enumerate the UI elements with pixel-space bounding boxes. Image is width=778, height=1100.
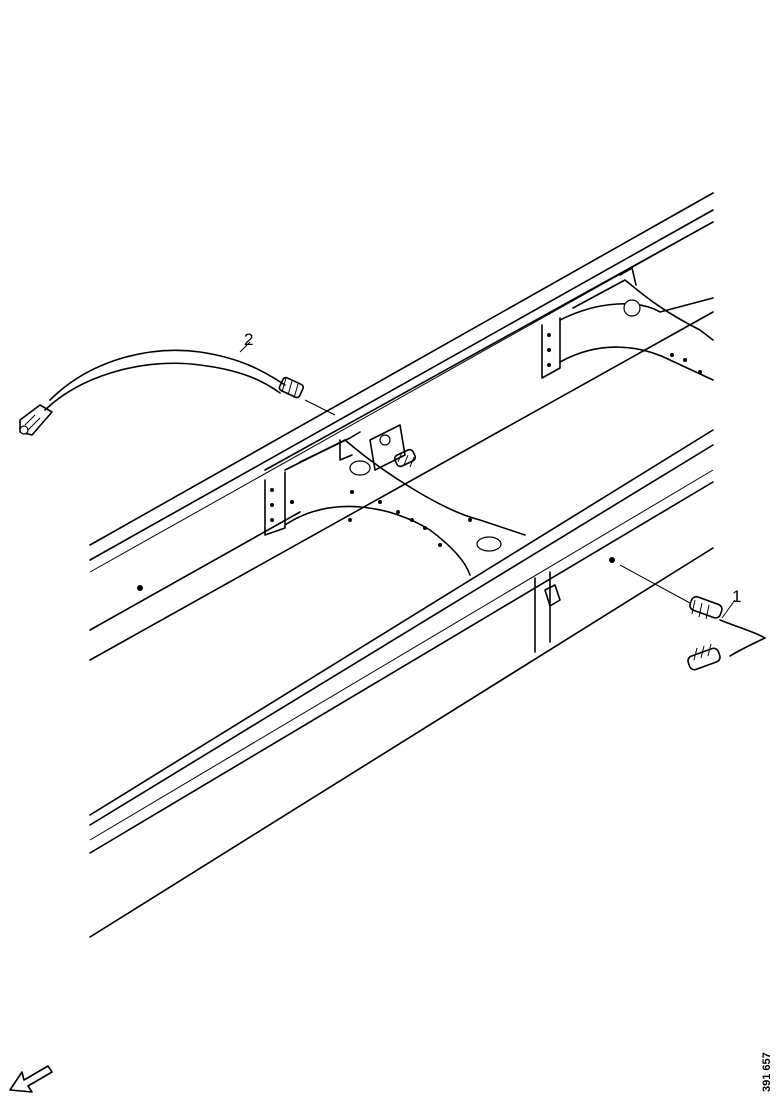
- hose-bracket: [369, 424, 417, 471]
- callout-label-1: 1: [732, 587, 741, 606]
- callout-label-2: 2: [244, 330, 253, 349]
- upper-side-rail: [89, 192, 714, 661]
- hose-fitting: [544, 564, 766, 671]
- callout-leader-1: [721, 599, 736, 619]
- callout-leader-2: [239, 341, 251, 353]
- figure-id: 391 657: [761, 1052, 773, 1092]
- bulkhead-clip: [544, 584, 561, 607]
- curved-hose: [19, 349, 336, 436]
- front-cross-member: [264, 431, 526, 576]
- lower-side-rail: [89, 429, 714, 938]
- rail-hole: [137, 585, 143, 591]
- rear-cross-member: [541, 267, 714, 381]
- front-direction-arrow-icon: [9, 1065, 53, 1093]
